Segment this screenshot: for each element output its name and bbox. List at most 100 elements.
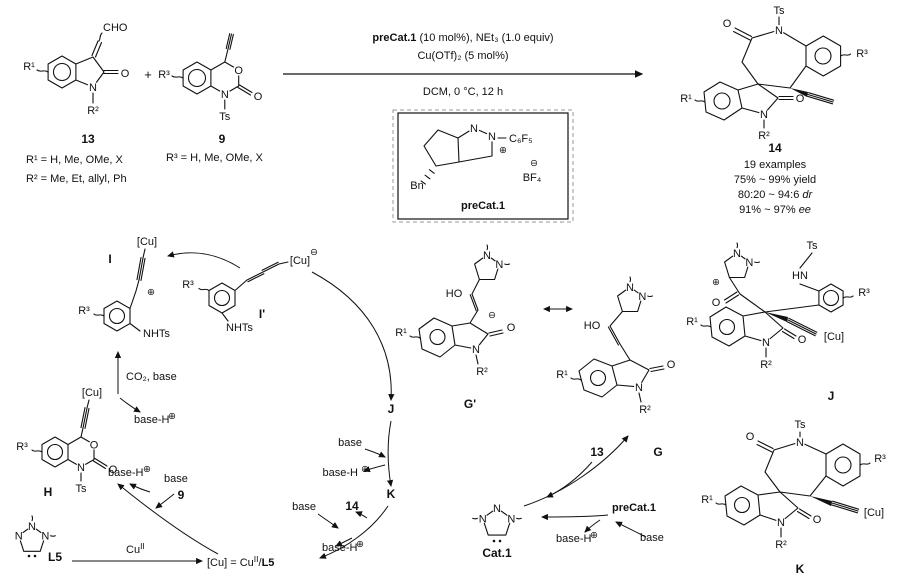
atom-bg <box>468 122 498 142</box>
plus-charge: ⊕ <box>590 530 598 541</box>
intermediate-I-label: I <box>108 252 111 266</box>
examples-count: 19 examples <box>744 159 807 171</box>
base-label: base <box>164 473 188 485</box>
bonds <box>93 248 146 332</box>
atom-bg <box>219 64 245 100</box>
bonds <box>694 16 852 129</box>
intermediate-K-structure: Ts N O R³ O N R² R¹ [Cu] K <box>701 419 886 576</box>
arrow-base9-in <box>155 493 175 509</box>
intermediate-H: [Cu] O O N Ts R³ H <box>16 387 118 499</box>
atom-o-label: O <box>121 68 130 80</box>
intermediate-G-prime-label: G' <box>464 397 476 411</box>
hn-label: HN <box>792 270 808 282</box>
wedge-bond <box>765 312 788 322</box>
compound-9-number: 9 <box>219 132 226 146</box>
intermediate-I: [Cu] ⊕ NHTs R³ I <box>78 236 170 340</box>
cu-label: [Cu] <box>824 331 844 343</box>
atom-o-label: O <box>723 18 732 30</box>
catalyst-Cat1: N N N Cat.1 <box>472 503 522 560</box>
atom-o-label: O <box>813 514 822 526</box>
baseH-label: base-H <box>108 467 144 479</box>
arrow-precat-to-Cat1 <box>540 513 609 521</box>
precat-name: preCat.1 <box>461 200 505 212</box>
cu-label: [Cu] <box>864 507 884 519</box>
ts-label: Ts <box>76 483 88 495</box>
atom-bg <box>87 81 99 93</box>
baseH-label: base-H <box>322 542 358 554</box>
cu-definition: [Cu] = CuII/L5 <box>207 554 274 569</box>
arrow-Iprime-to-I <box>166 251 241 269</box>
r1-label: R¹ <box>701 494 713 506</box>
ts-label: Ts <box>219 111 231 123</box>
compound-13: CHO O N R² R¹ 13 R¹ = H, Me, OMe, X R² =… <box>23 22 130 185</box>
intermediate-G-label: G <box>653 445 662 459</box>
r2-label: R² <box>775 539 787 551</box>
plus-charge: ⊕ <box>147 287 155 298</box>
atom-n-label: N <box>638 291 646 303</box>
bonds <box>570 276 665 403</box>
atom-n-label: N <box>777 517 785 529</box>
bn-label: Bn <box>410 180 423 192</box>
r1-label: R¹ <box>395 327 407 339</box>
compound-9: O O N Ts R³ 9 R³ = H, Me, OMe, X <box>158 33 264 164</box>
atom-o-label: O <box>667 359 676 371</box>
ho-label: HO <box>446 288 463 300</box>
ts-label: Ts <box>807 240 819 252</box>
base-label: base <box>640 532 664 544</box>
atom-o-label: O <box>712 297 721 309</box>
compound-13-ref: 13 <box>590 445 604 459</box>
atom-o-label: O <box>234 65 243 77</box>
carbene-dots <box>27 554 37 558</box>
arrow-Iprime-to-J <box>311 271 395 402</box>
atom-o-label: O <box>507 322 516 334</box>
intermediate-K-label: K <box>796 562 805 576</box>
arrow-Cat1-to-G <box>523 435 629 507</box>
arrow-K-to-Cu <box>319 505 389 559</box>
dr-range: 80:20 ~ 94:6 dr <box>738 189 814 201</box>
conditions-line-3: DCM, 0 °C, 12 h <box>423 86 503 98</box>
atom-n-label: N <box>626 282 634 294</box>
atom-bg <box>477 503 517 524</box>
atom-o-label: O <box>798 334 807 346</box>
atom-bg <box>13 521 51 541</box>
atom-o-label: O <box>109 464 118 476</box>
bf4-label: BF₄ <box>523 172 542 184</box>
r1-label: R¹ <box>686 316 698 328</box>
bonds <box>715 431 871 538</box>
r2-label: R² <box>639 404 651 416</box>
r2-label: R² <box>87 105 99 117</box>
r3-definition: R³ = H, Me, OMe, X <box>166 152 264 164</box>
atom-n-label: N <box>77 462 85 474</box>
minus-charge: ⊖ <box>530 158 538 169</box>
atom-n-label: N <box>221 89 229 101</box>
arrow-J-to-K <box>386 420 394 488</box>
plus-sign: + <box>144 67 152 82</box>
r1-label: R¹ <box>680 93 692 105</box>
nhts-label: NHTs <box>143 328 170 340</box>
atom-n-label: N <box>796 437 804 449</box>
baseH-label: base-H <box>556 533 592 545</box>
co2-base-label: CO₂, base <box>126 371 177 383</box>
bonds <box>198 261 289 322</box>
atom-n-label: N <box>760 109 768 121</box>
atom-o-label: O <box>796 93 805 105</box>
r1-label: R¹ <box>23 61 35 73</box>
r1-definition: R¹ = H, Me, OMe, X <box>26 154 124 166</box>
r2-definition: R² = Me, Et, allyl, Ph <box>26 173 127 185</box>
precatalyst-box: N N C₆F₅ ⊕ ⊖ BF₄ Bn preCat.1 <box>392 109 574 223</box>
wedge-bond <box>810 496 832 506</box>
cu-label: [Cu] <box>137 236 157 248</box>
nhts-label: NHTs <box>226 322 253 334</box>
atom-n-label: N <box>762 337 770 349</box>
intermediate-J-structure: N N ⊕ O Ts HN R³ O N R² R¹ [Cu] J <box>686 240 870 403</box>
atom-n-label: N <box>89 82 97 94</box>
precat-ref: preCat.1 <box>612 502 656 514</box>
plus-charge: ⊕ <box>361 464 369 475</box>
arrow-baseH-out <box>129 483 151 493</box>
atom-n-label: N <box>479 513 487 525</box>
atom-n-label: N <box>733 248 741 260</box>
ts-label: Ts <box>795 419 807 431</box>
cycle-center: J K base base-H ⊕ 14 base base-H ⊕ <box>292 402 396 559</box>
ho-label: HO <box>584 320 601 332</box>
